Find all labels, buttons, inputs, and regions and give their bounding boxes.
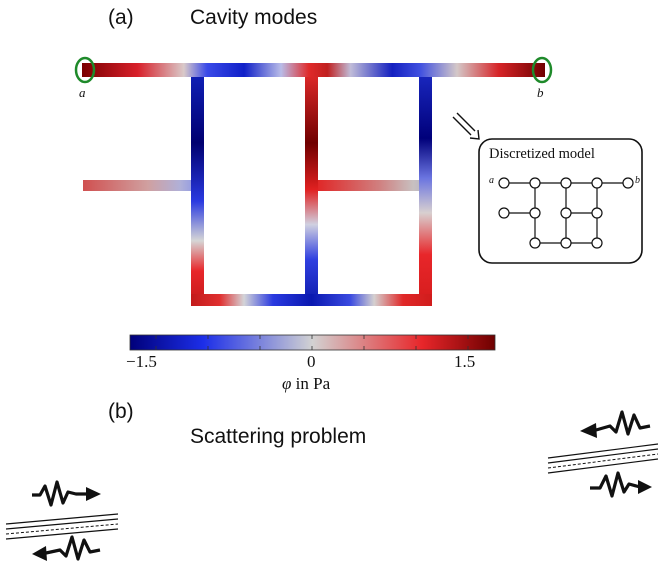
panel-a-title: Cavity modes xyxy=(190,6,318,29)
incoming-wave-top-right xyxy=(595,410,651,436)
colorbar-quantity-label: φ in Pa xyxy=(282,374,330,394)
left-waveguide-icon xyxy=(5,480,119,561)
colorbar-ticks xyxy=(155,335,469,350)
panel-a-letter: (a) xyxy=(108,6,134,29)
right-stub-pipe xyxy=(318,180,430,191)
port-a-marker xyxy=(74,56,96,84)
inset-port-a-label: a xyxy=(489,175,494,186)
left-stub-pipe xyxy=(83,180,191,191)
inset-port-b-label: b xyxy=(635,175,640,186)
port-a-label: a xyxy=(79,85,86,100)
colorbar-max-label: 1.5 xyxy=(454,352,476,371)
middle-vertical-pipe xyxy=(305,73,318,306)
top-pipe xyxy=(82,63,545,77)
graph-nodes xyxy=(498,177,634,249)
outgoing-wave-bottom xyxy=(45,535,101,561)
colorbar-mid-label: 0 xyxy=(307,352,316,371)
colorbar xyxy=(129,334,496,351)
colorbar-symbol: φ xyxy=(282,374,292,393)
panel-b-title: Scattering problem xyxy=(190,425,367,448)
discretized-model-inset xyxy=(478,138,643,264)
cavity-network xyxy=(74,56,553,306)
right-vertical-pipe xyxy=(419,73,432,306)
left-vertical-pipe xyxy=(191,73,204,306)
colorbar-min-label: −1.5 xyxy=(126,352,157,371)
outgoing-wave-bottom-right xyxy=(590,471,641,498)
colorbar-unit: in Pa xyxy=(295,374,331,393)
incoming-wave-top xyxy=(32,480,88,507)
port-b-label: b xyxy=(537,85,544,100)
port-b-marker xyxy=(531,56,553,84)
bottom-pipe xyxy=(191,294,432,306)
inset-title: Discretized model xyxy=(489,146,595,162)
colorbar-gradient xyxy=(129,334,496,351)
panel-b-letter: (b) xyxy=(108,400,134,423)
inset-pointer-arrow xyxy=(452,112,480,140)
right-waveguide-icon xyxy=(547,410,658,498)
